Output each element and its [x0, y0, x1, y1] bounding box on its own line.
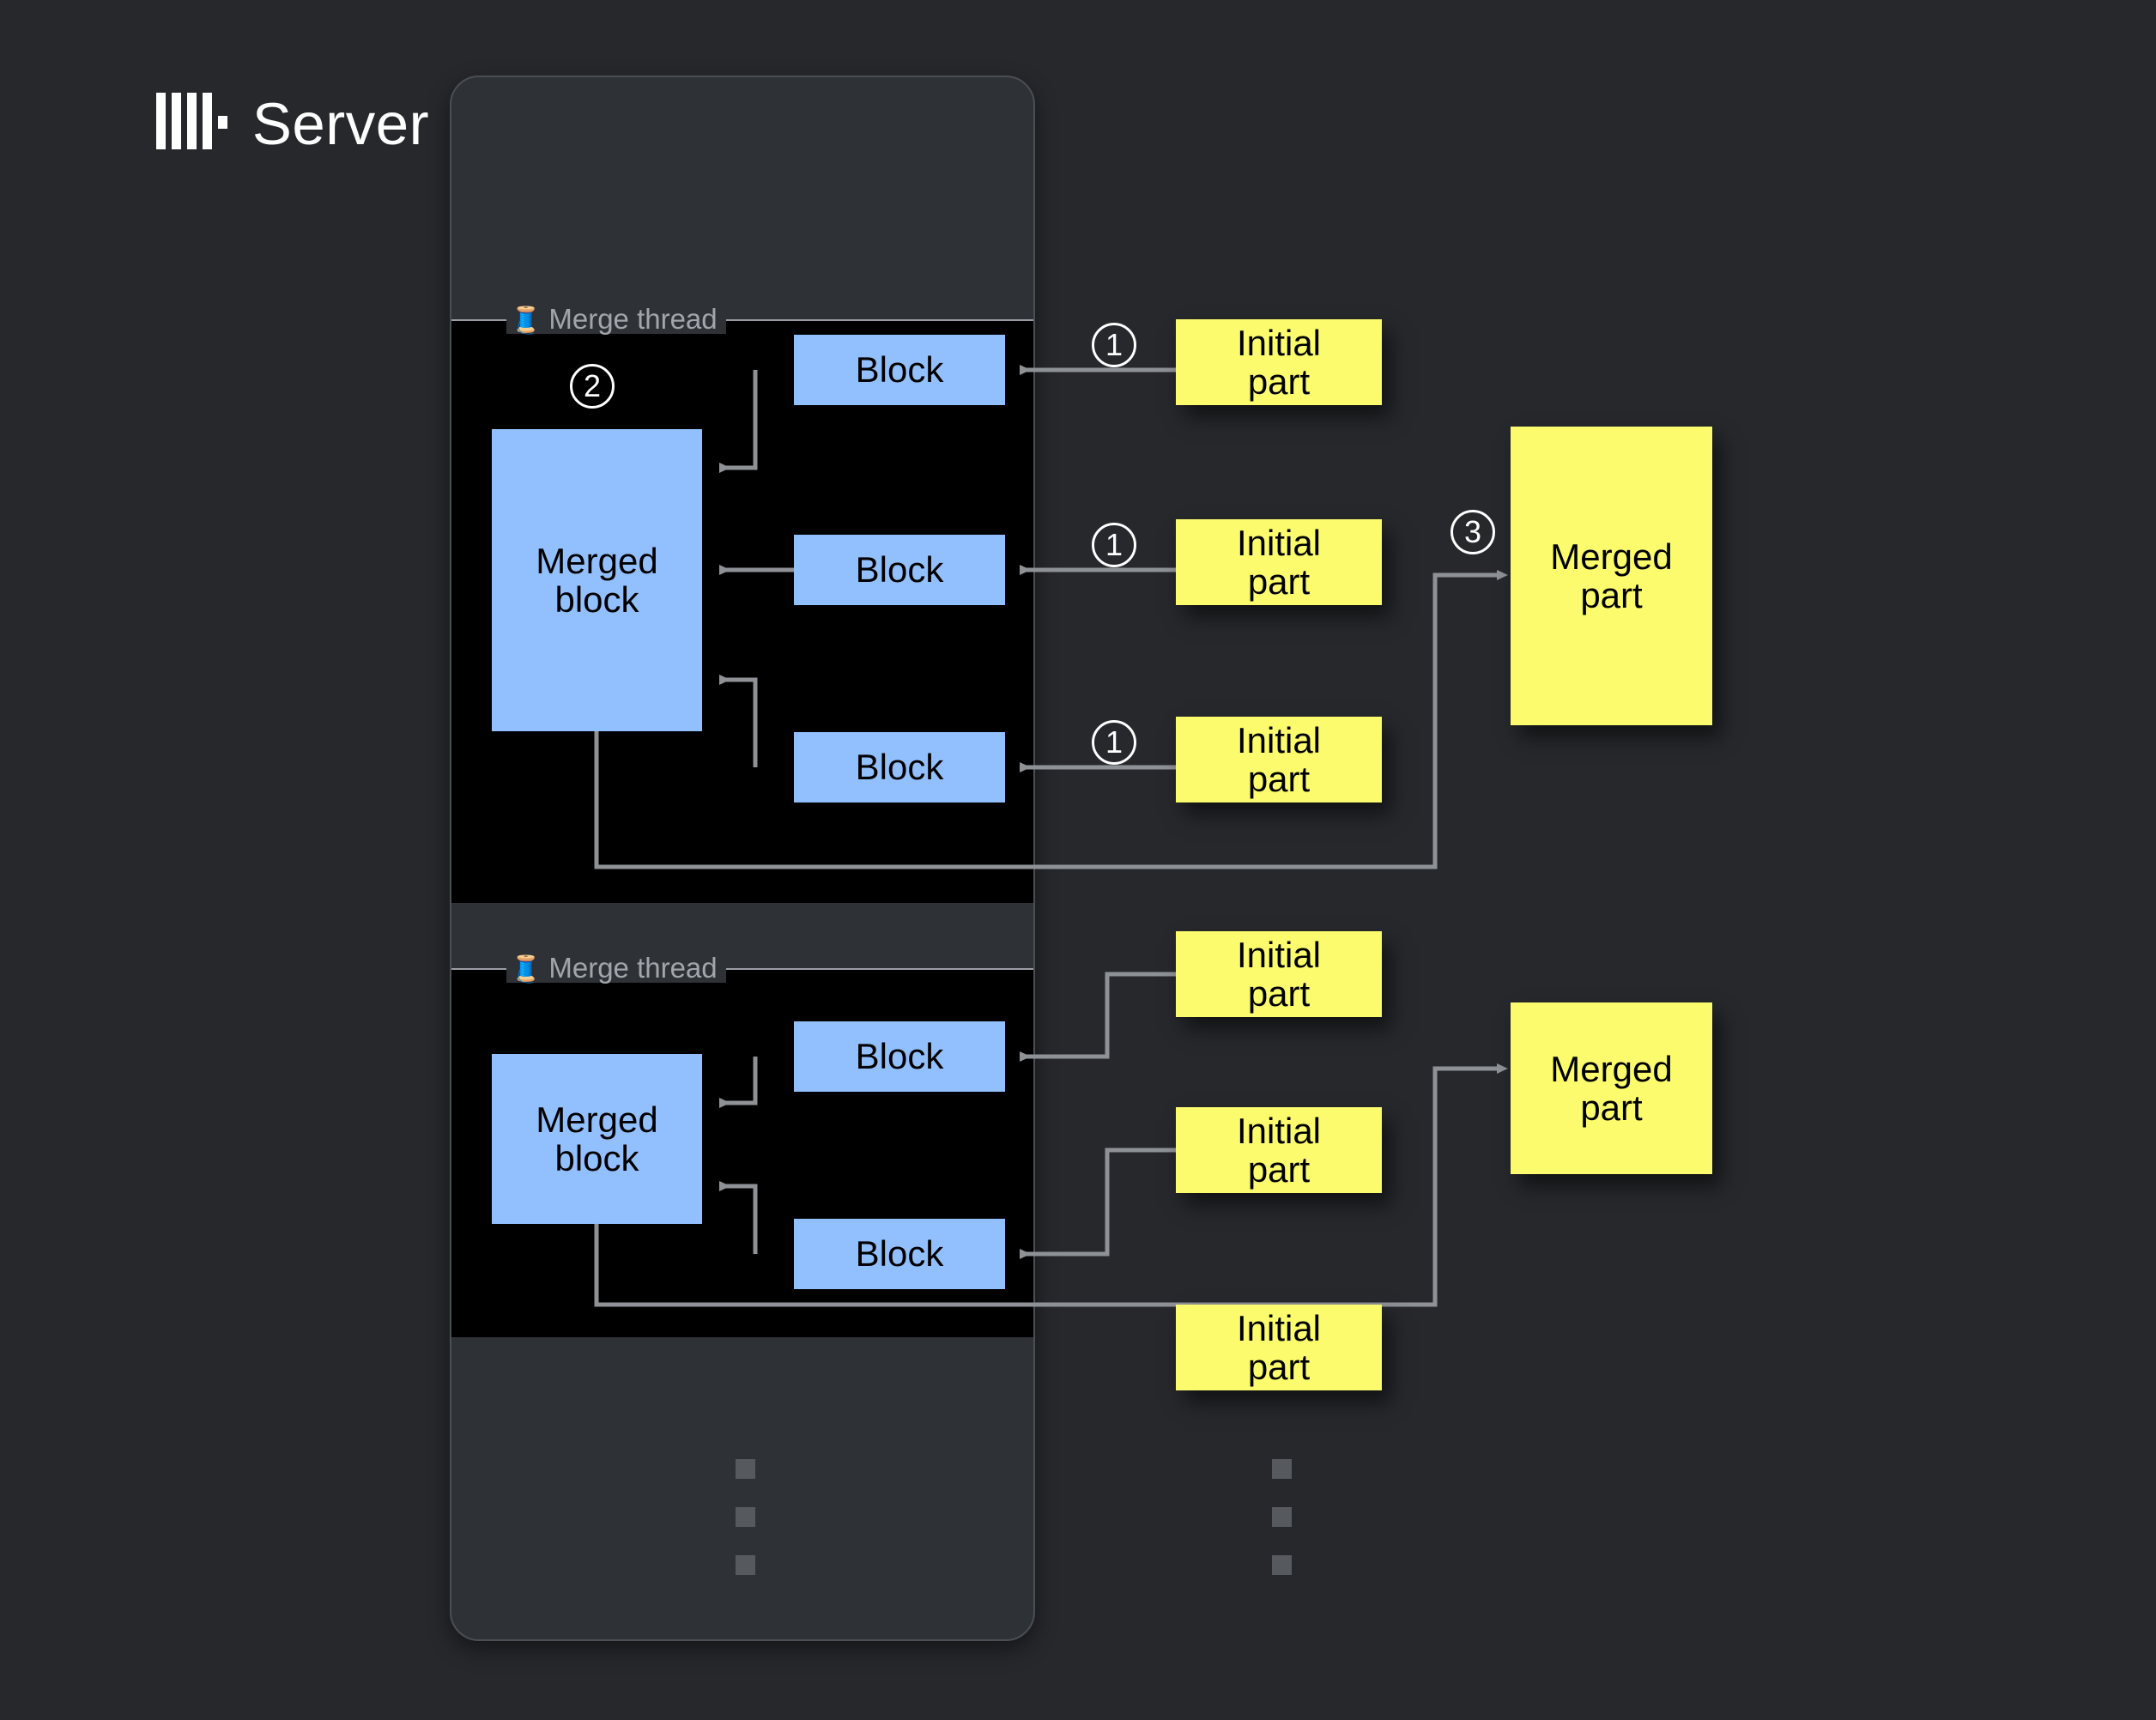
arrow-initial-to-block-2-1 — [1020, 972, 1176, 1062]
ellipsis-dot — [736, 1459, 755, 1479]
server-title: Server — [0, 93, 585, 159]
block-box: Block — [794, 1021, 1005, 1092]
ellipsis-dot — [1272, 1459, 1292, 1479]
merge-thread-divider-1 — [451, 319, 1033, 321]
block-box: Block — [794, 335, 1005, 405]
merge-thread-label-text-2: Merge thread — [548, 952, 718, 984]
block-box: Block — [794, 1219, 1005, 1289]
initial-part-box: Initial part — [1176, 519, 1382, 605]
merge-thread-label-text-1: Merge thread — [548, 303, 718, 335]
merged-block-line-2: block — [554, 579, 639, 620]
initial-part-line-2: part — [1247, 759, 1311, 799]
initial-part-line-1: Initial — [1236, 1307, 1322, 1348]
initial-part-box: Initial part — [1176, 717, 1382, 802]
thread-spool-icon: 🧵 — [510, 306, 542, 335]
merged-part-line-2: part — [1580, 575, 1643, 615]
initial-part-box: Initial part — [1176, 1107, 1382, 1193]
arrow-initial-to-block-2-2 — [1020, 1148, 1176, 1259]
initial-part-box: Initial part — [1176, 1305, 1382, 1390]
initial-part-line-2: part — [1247, 973, 1311, 1014]
merged-block-box: Merged block — [492, 429, 702, 731]
merge-thread-label-1: 🧵Merge thread — [506, 305, 726, 334]
step-badge-1a: 1 — [1092, 323, 1136, 367]
initial-part-line-1: Initial — [1236, 719, 1322, 760]
step-badge-3: 3 — [1450, 510, 1495, 554]
initial-part-line-2: part — [1247, 1347, 1311, 1387]
initial-part-line-1: Initial — [1236, 522, 1322, 563]
merged-part-line-2: part — [1580, 1087, 1643, 1128]
block-box: Block — [794, 535, 1005, 605]
merged-part-line-1: Merged — [1550, 1048, 1673, 1089]
merged-part-box: Merged part — [1511, 427, 1712, 725]
step-badge-1b: 1 — [1092, 523, 1136, 567]
merge-thread-label-2: 🧵Merge thread — [506, 954, 726, 983]
ellipsis-dot — [1272, 1555, 1292, 1575]
merged-block-line-2: block — [554, 1138, 639, 1178]
initial-part-line-2: part — [1247, 1149, 1311, 1190]
step-badge-2: 2 — [570, 364, 615, 409]
merged-block-box: Merged block — [492, 1054, 702, 1224]
server-title-text: Server — [251, 91, 430, 157]
initial-part-line-1: Initial — [1236, 934, 1322, 975]
merged-part-box: Merged part — [1511, 1002, 1712, 1174]
initial-part-box: Initial part — [1176, 931, 1382, 1017]
initial-part-line-2: part — [1247, 561, 1311, 602]
step-badge-1c: 1 — [1092, 720, 1136, 765]
ellipsis-dot — [1272, 1507, 1292, 1527]
ellipsis-dot — [736, 1555, 755, 1575]
initial-part-line-1: Initial — [1236, 1110, 1322, 1151]
thread-spool-icon: 🧵 — [510, 955, 542, 984]
merged-part-line-1: Merged — [1550, 536, 1673, 577]
initial-part-box: Initial part — [1176, 319, 1382, 405]
initial-part-line-1: Initial — [1236, 322, 1322, 363]
block-box: Block — [794, 732, 1005, 802]
merge-thread-divider-2 — [451, 968, 1033, 970]
initial-part-line-2: part — [1247, 361, 1311, 402]
ellipsis-dot — [736, 1507, 755, 1527]
merged-block-line-1: Merged — [536, 1099, 658, 1140]
clickhouse-logo-icon — [155, 93, 230, 159]
merged-block-line-1: Merged — [536, 540, 658, 581]
